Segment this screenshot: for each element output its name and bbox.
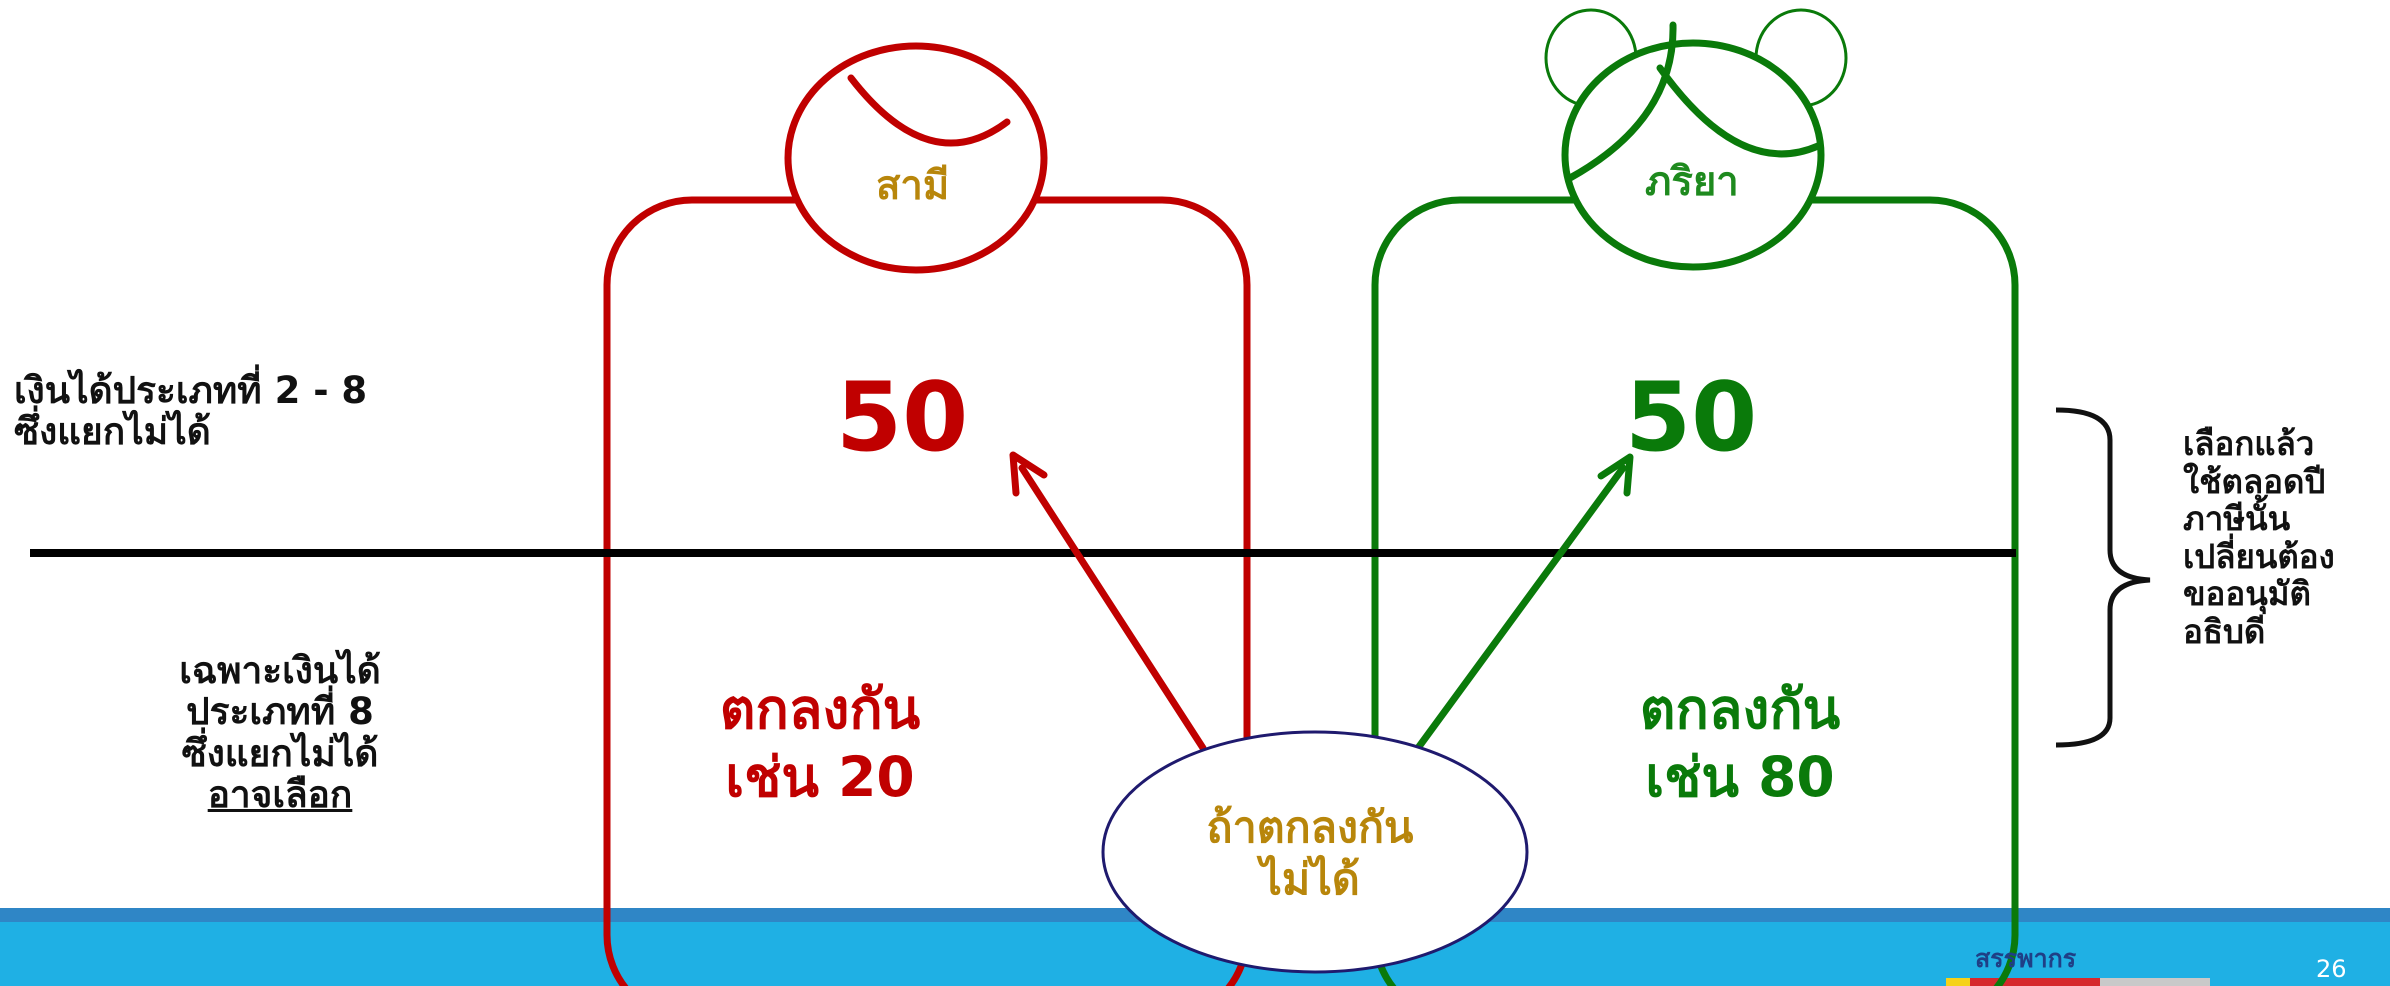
left-lower-underlined: อาจเลือก bbox=[207, 773, 353, 817]
husband-agree-line: ตกลงกัน bbox=[719, 677, 921, 741]
husband-agree-line: เช่น 20 bbox=[725, 745, 915, 810]
arrow-to-wife-head bbox=[1597, 453, 1634, 497]
curly-brace bbox=[2055, 407, 2151, 748]
income-type-2-8-label: เงินได้ประเภทที่ 2 - 8 ซึ่งแยกไม่ได้ bbox=[14, 370, 367, 453]
footer-strip-grey bbox=[2100, 978, 2210, 986]
right-note-line: อธิบดี bbox=[2183, 612, 2266, 652]
left-lower-line: เฉพาะเงินได้ bbox=[179, 649, 381, 692]
right-note-line: ภาษีนั้น bbox=[2183, 499, 2291, 539]
wife-agreed-share: ตกลงกัน เช่น 80 bbox=[1590, 675, 1890, 811]
right-note-line: ใช้ตลอดปี bbox=[2183, 461, 2326, 501]
arrow-to-wife bbox=[1414, 464, 1627, 752]
center-note: ถ้าตกลงกัน ไม่ได้ bbox=[1145, 803, 1475, 906]
left-lower-line: ซึ่งแยกไม่ได้ bbox=[181, 731, 379, 775]
right-note: เลือกแล้ว ใช้ตลอดปี ภาษีนั้น เปลี่ยนต้อง… bbox=[2183, 425, 2335, 651]
right-note-line: เลือกแล้ว bbox=[2183, 424, 2315, 463]
center-note-line: ถ้าตกลงกัน bbox=[1206, 803, 1414, 853]
husband-hair bbox=[847, 74, 1011, 147]
wife-agree-line: ตกลงกัน bbox=[1639, 677, 1841, 741]
left-lower-line: ประเภทที่ 8 bbox=[186, 690, 374, 734]
arrow-to-husband bbox=[1018, 464, 1207, 752]
husband-head bbox=[784, 42, 1048, 274]
center-ellipse bbox=[1101, 730, 1529, 974]
husband-share: 50 bbox=[836, 363, 969, 473]
wife-head bbox=[1561, 39, 1825, 271]
left-upper-line: เงินได้ประเภทที่ 2 - 8 bbox=[14, 369, 368, 412]
wife-label: ภริยา bbox=[1645, 159, 1739, 205]
wife-hair bbox=[1656, 64, 1822, 158]
right-note-line: ขออนุมัติ bbox=[2183, 574, 2311, 614]
wife-share: 50 bbox=[1625, 363, 1758, 473]
footer-strip-yellow bbox=[1946, 978, 1970, 986]
footer-strip-red bbox=[1970, 978, 2100, 986]
husband-agreed-share: ตกลงกัน เช่น 20 bbox=[670, 675, 970, 811]
wife-hair bbox=[1566, 21, 1677, 182]
org-name: สรรพากร bbox=[1975, 944, 2077, 973]
arrow-to-husband-head bbox=[1009, 451, 1048, 497]
wife-agree-line: เช่น 80 bbox=[1645, 745, 1835, 810]
page-number: 26 bbox=[2316, 955, 2347, 983]
right-note-line: เปลี่ยนต้อง bbox=[2183, 536, 2335, 576]
income-type-8-label: เฉพาะเงินได้ ประเภทที่ 8 ซึ่งแยกไม่ได้ อ… bbox=[150, 650, 410, 816]
center-note-line: ไม่ได้ bbox=[1260, 854, 1360, 905]
husband-label: สามี bbox=[876, 163, 950, 209]
left-upper-line: ซึ่งแยกไม่ได้ bbox=[14, 410, 211, 454]
